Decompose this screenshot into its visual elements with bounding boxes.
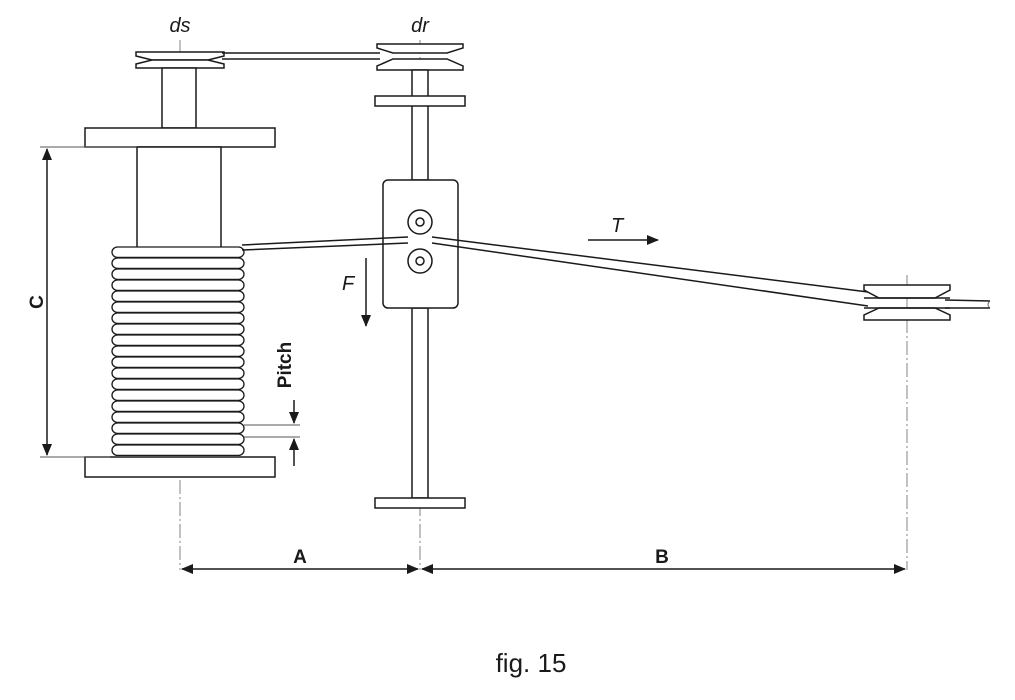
tension-label: T (611, 215, 625, 237)
feed-pulley (863, 284, 951, 321)
guide-roller-upper (407, 209, 433, 235)
guide-roller-lower (407, 248, 433, 274)
force-label: F (342, 273, 356, 295)
traverse-shaft-lower (411, 307, 429, 499)
coil-turn (111, 301, 245, 314)
coil-turn (111, 323, 245, 336)
coil-turn (111, 312, 245, 325)
dr-pulley (376, 43, 464, 71)
lower-stop-disk (374, 497, 466, 509)
coil-turn (111, 356, 245, 369)
coil-turn (111, 345, 245, 358)
coil-turn (111, 400, 245, 413)
pitch-label: Pitch (275, 342, 296, 388)
coil-turn (111, 290, 245, 303)
coil-turn (111, 389, 245, 402)
spool-bottom-flange (84, 456, 276, 478)
dim-b-label: B (655, 547, 669, 568)
coil-turn (111, 411, 245, 424)
dimension-c (40, 146, 137, 458)
coil-turn (111, 246, 245, 259)
dim-a-label: A (293, 547, 307, 568)
coil-turn (111, 433, 245, 446)
ds-label: ds (169, 15, 190, 37)
spool-shaft (161, 67, 197, 129)
center-lines (179, 40, 908, 570)
wire (241, 236, 991, 309)
coil-turn (111, 268, 245, 281)
traverse-shaft-upper (411, 69, 429, 181)
ds-pulley (135, 51, 225, 69)
coil-turn (111, 367, 245, 380)
coil-turn (111, 422, 245, 435)
upper-stop-disk (374, 95, 466, 107)
wire-coils (111, 246, 245, 457)
traverse-unit (374, 43, 466, 509)
spool-top-flange (84, 127, 276, 148)
coil-turn (111, 257, 245, 270)
spool (84, 51, 276, 478)
drive-belt (222, 52, 380, 60)
coil-turn (111, 378, 245, 391)
coil-turn (111, 334, 245, 347)
dr-label: dr (411, 15, 430, 37)
coil-turn (111, 444, 245, 457)
coil-turn (111, 279, 245, 292)
pitch-dimension (244, 400, 300, 466)
dim-c-label: C (27, 295, 48, 309)
figure-caption: fig. 15 (496, 648, 567, 678)
